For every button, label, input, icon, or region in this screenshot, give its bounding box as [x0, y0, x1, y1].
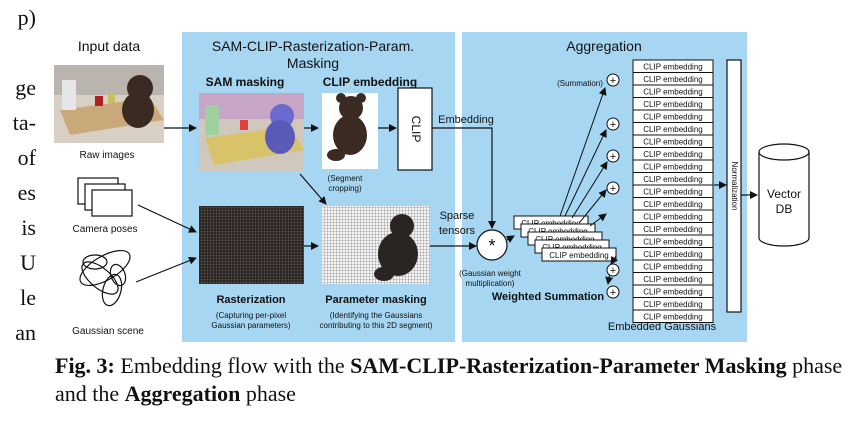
- clip-box-label: CLIP: [409, 116, 423, 143]
- caption-text-3: phase: [240, 381, 296, 406]
- embedding-cell-label: CLIP embedding: [643, 288, 702, 297]
- rasterization-note-line1: (Capturing per-pixel: [216, 311, 286, 320]
- gauss-weight-line1: (Gaussian weight: [459, 269, 522, 278]
- raw-images-photo: [54, 65, 164, 143]
- stacked-embedding-label: CLIP embedding: [549, 251, 608, 260]
- weighted-summation-title: Weighted Summation: [492, 291, 605, 303]
- embedding-cell-label: CLIP embedding: [643, 250, 702, 259]
- embedding-cell-label: CLIP embedding: [643, 263, 702, 272]
- rasterization-note-line2: Gaussian parameters): [211, 321, 290, 330]
- camera-poses-label: Camera poses: [72, 224, 137, 235]
- arrow-mask-to-param: [299, 173, 327, 205]
- embedding-cell: [632, 309, 714, 323]
- param-note-line2: contributing to this 2D segment): [320, 321, 433, 330]
- arrow-scene-to-raster: [135, 256, 197, 283]
- phase1-panel: [182, 32, 455, 342]
- left-fragment-line: is: [21, 215, 36, 240]
- raw-images-label: Raw images: [79, 150, 134, 161]
- gauss-weight-line2: multiplication): [466, 279, 515, 288]
- embedding-cell-label: CLIP embedding: [643, 175, 702, 184]
- rasterization-title: Rasterization: [216, 294, 285, 306]
- camera-poses-icon: [77, 177, 133, 217]
- embedded-gaussians-label: Embedded Gaussians: [608, 321, 717, 333]
- plus-symbol: +: [610, 119, 616, 131]
- sam-masking-title: SAM masking: [206, 75, 285, 89]
- phase2-title: Aggregation: [566, 38, 642, 54]
- phase1-title-line1: SAM-CLIP-Rasterization-Param.: [212, 38, 414, 54]
- embedding-cell-label: CLIP embedding: [643, 213, 702, 222]
- sparse-label-line2: tensors: [439, 225, 476, 237]
- sparse-label-line1: Sparse: [440, 210, 475, 222]
- phase1-title-line2: Masking: [287, 55, 339, 71]
- rasterization-image: [199, 206, 304, 284]
- embedding-cell-label: CLIP embedding: [643, 275, 702, 284]
- parameter-masking-image: [322, 206, 430, 284]
- multiply-node: [476, 229, 508, 261]
- plus-nodes: + + + + + +: [606, 73, 620, 299]
- clip-box: [397, 87, 433, 171]
- stacked-embeddings: CLIP embedding CLIP embedding CLIP embed…: [513, 215, 617, 262]
- left-fragment-line: an: [15, 320, 36, 345]
- clip-embedding-title: CLIP embedding: [323, 75, 417, 89]
- arrow-poses-to-raster: [137, 204, 197, 233]
- left-fragment-line: ta-: [12, 110, 36, 135]
- normalization-label: Normalization: [730, 162, 739, 211]
- left-fragment-line: es: [17, 180, 36, 205]
- embedding-cell-label: CLIP embedding: [643, 113, 702, 122]
- plus-symbol: +: [610, 75, 616, 87]
- left-fragment-line: ge: [15, 75, 36, 100]
- vector-db-line2: DB: [776, 202, 793, 216]
- embedding-cell-label: CLIP embedding: [643, 138, 702, 147]
- embedding-cell-label: CLIP embedding: [643, 125, 702, 134]
- vector-db-line1: Vector: [767, 187, 801, 201]
- arrow-to-stacked: [505, 235, 515, 243]
- segment-cropping-line2: cropping): [328, 184, 362, 193]
- caption-bold-2: Aggregation: [124, 381, 241, 406]
- parameter-masking-title: Parameter masking: [325, 294, 427, 306]
- sam-masking-photo: [199, 93, 304, 171]
- embedding-cell-label: CLIP embedding: [643, 163, 702, 172]
- input-title: Input data: [78, 38, 140, 54]
- caption-text-2: phase and the: [55, 353, 843, 406]
- left-fragment-line: U: [20, 250, 36, 275]
- embedding-label: Embedding: [438, 114, 494, 126]
- vector-db-icon: [758, 143, 810, 247]
- segment-crop-teddy: [322, 93, 378, 169]
- embedding-cell-label: CLIP embedding: [643, 300, 702, 309]
- embedding-cell-label: CLIP embedding: [643, 200, 702, 209]
- left-fragment-line: p): [17, 5, 36, 30]
- left-fragment-line: le: [20, 285, 36, 310]
- summation-label: (Summation): [557, 79, 603, 88]
- embedding-cell-label: CLIP embedding: [643, 75, 702, 84]
- left-column-fragment: p) ge ta- of es is U le an: [0, 0, 36, 350]
- embedding-cell-label: CLIP embedding: [643, 313, 702, 322]
- normalization-bar: [726, 59, 742, 313]
- embedding-flow-diagram: Input data Raw images Camera poses Gauss…: [54, 32, 810, 342]
- left-fragment-line: of: [17, 145, 36, 170]
- caption-bold-1: SAM-CLIP-Rasterization-Parameter Masking: [350, 353, 787, 378]
- caption-fig-label: Fig. 3:: [55, 353, 115, 378]
- segment-cropping-line1: (Segment: [328, 174, 363, 183]
- plus-symbol: +: [610, 151, 616, 163]
- embedding-cell-label: CLIP embedding: [643, 188, 702, 197]
- gaussian-scene-label: Gaussian scene: [72, 326, 144, 337]
- gaussian-scene-icon: [79, 249, 131, 307]
- embedding-cell-label: CLIP embedding: [643, 225, 702, 234]
- figure-caption: Fig. 3: Embedding flow with the SAM-CLIP…: [55, 352, 855, 408]
- caption-text-1: Embedding flow with the: [114, 353, 351, 378]
- embedding-cell-label: CLIP embedding: [643, 63, 702, 72]
- embedding-cell-label: CLIP embedding: [643, 238, 702, 247]
- arrow-embedding: [432, 127, 496, 229]
- embedding-cell-label: CLIP embedding: [643, 100, 702, 109]
- embedding-cell-label: CLIP embedding: [643, 150, 702, 159]
- plus-symbol: +: [610, 287, 616, 299]
- plus-symbol: +: [610, 265, 616, 277]
- embedding-cell-label: CLIP embedding: [643, 88, 702, 97]
- param-note-line1: (Identifying the Gaussians: [330, 311, 423, 320]
- multiply-symbol: *: [488, 236, 495, 256]
- plus-symbol: +: [610, 183, 616, 195]
